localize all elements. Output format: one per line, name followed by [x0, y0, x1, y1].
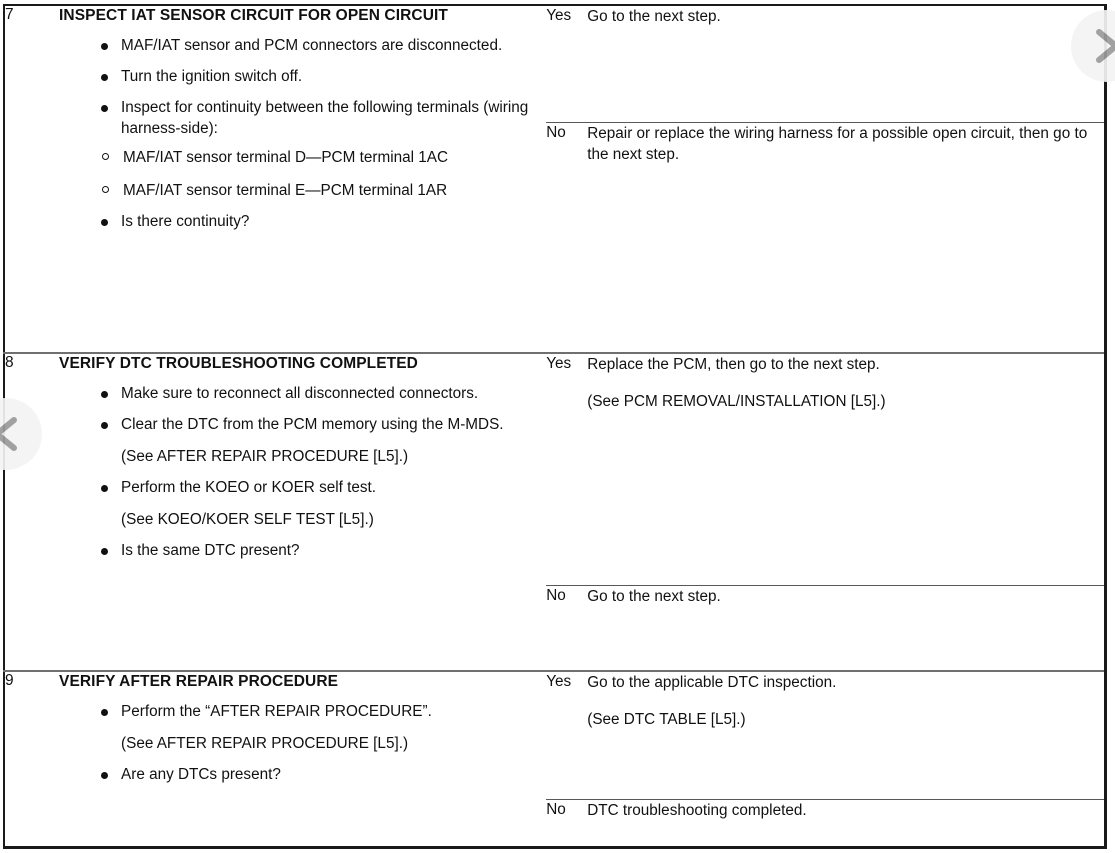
result-text: Repair or replace the wiring harness for… — [587, 124, 1088, 163]
answer-table: Yes Replace the PCM, then go to the next… — [546, 354, 1104, 671]
answer-row-no: No Go to the next step. — [546, 584, 1104, 671]
chevron-right-icon — [1090, 26, 1115, 66]
answer-label-yes: Yes — [546, 7, 572, 24]
list-item: Clear the DTC from the PCM memory using … — [101, 414, 546, 435]
result-text: DTC troubleshooting completed. — [587, 801, 807, 819]
answer-label-yes: Yes — [546, 354, 572, 372]
action-title: VERIFY DTC TROUBLESHOOTING COMPLETED — [59, 354, 418, 372]
answer-label-no: No — [546, 584, 588, 671]
list-item: Turn the ignition switch off. — [101, 66, 546, 87]
action-cell: INSPECT IAT SENSOR CIRCUIT FOR OPEN CIRC… — [59, 5, 546, 353]
result-text: Go to the next step. — [587, 8, 721, 25]
answer-label-no: No — [546, 798, 588, 846]
result-text: Replace the PCM, then go to the next ste… — [587, 355, 880, 373]
step-number-cell: 9 — [4, 670, 60, 848]
list-item: Make sure to reconnect all disconnected … — [101, 383, 546, 404]
answer-row-yes: Yes Go to the applicable DTC inspection.… — [546, 672, 1104, 799]
result-reference: (See PCM REMOVAL/INSTALLATION [L5].) — [587, 392, 886, 410]
answer-result-yes: Go to the applicable DTC inspection. (Se… — [587, 672, 1104, 799]
answer-row-yes: Yes Go to the next step. — [546, 6, 1104, 122]
action-sub-bullet-list: MAF/IAT sensor terminal D—PCM terminal 1… — [59, 147, 546, 201]
answer-row-no: No DTC troubleshooting completed. — [546, 798, 1104, 846]
action-question-list: Is there continuity? — [59, 211, 546, 232]
result-text: Go to the applicable DTC inspection. — [587, 674, 837, 692]
action-cell: VERIFY AFTER REPAIR PROCEDURE Perform th… — [59, 670, 547, 848]
answer-cell: Yes Go to the applicable DTC inspection.… — [546, 670, 1106, 848]
answer-row-no: No Repair or replace the wiring harness … — [546, 121, 1104, 352]
table-row: 9 VERIFY AFTER REPAIR PROCEDURE Perform … — [4, 670, 1106, 848]
list-item: Perform the “AFTER REPAIR PROCEDURE”. — [101, 701, 546, 722]
list-item: MAF/IAT sensor terminal D—PCM terminal 1… — [101, 147, 546, 168]
answer-cell: Yes Replace the PCM, then go to the next… — [546, 351, 1106, 672]
step-number: 8 — [5, 353, 14, 371]
list-note: (See KOEO/KOER SELF TEST [L5].) — [121, 510, 374, 528]
answer-cell: Yes Go to the next step. No Repair or re… — [546, 5, 1105, 353]
action-title: INSPECT IAT SENSOR CIRCUIT FOR OPEN CIRC… — [59, 7, 448, 24]
table-row: 7 INSPECT IAT SENSOR CIRCUIT FOR OPEN CI… — [4, 5, 1106, 353]
list-item-question: Is the same DTC present? — [101, 540, 546, 561]
answer-result-no: Repair or replace the wiring harness for… — [587, 121, 1104, 352]
list-item: MAF/IAT sensor and PCM connectors are di… — [101, 35, 546, 56]
action-bullet-list: Perform the “AFTER REPAIR PROCEDURE”. (S… — [59, 701, 546, 785]
answer-result-no: DTC troubleshooting completed. — [587, 798, 1104, 846]
chevron-left-icon — [0, 414, 23, 454]
result-reference: (See DTC TABLE [L5].) — [587, 711, 746, 729]
result-text: Go to the next step. — [587, 587, 721, 605]
action-cell: VERIFY DTC TROUBLESHOOTING COMPLETED Mak… — [59, 351, 547, 672]
list-note: (See AFTER REPAIR PROCEDURE [L5].) — [121, 735, 409, 753]
list-note: (See AFTER REPAIR PROCEDURE [L5].) — [121, 447, 409, 465]
answer-row-yes: Yes Replace the PCM, then go to the next… — [546, 354, 1104, 586]
step-number: 7 — [5, 6, 14, 23]
action-bullet-list: MAF/IAT sensor and PCM connectors are di… — [59, 35, 546, 139]
action-bullet-list: Make sure to reconnect all disconnected … — [59, 383, 546, 561]
list-item: MAF/IAT sensor terminal E—PCM terminal 1… — [101, 180, 546, 201]
answer-label-no: No — [546, 121, 588, 352]
list-item-question: Is there continuity? — [101, 211, 546, 232]
troubleshooting-table: 7 INSPECT IAT SENSOR CIRCUIT FOR OPEN CI… — [3, 4, 1107, 849]
list-item: Inspect for continuity between the follo… — [101, 97, 546, 139]
answer-label-yes: Yes — [546, 673, 572, 691]
answer-result-yes: Go to the next step. — [587, 6, 1104, 122]
list-item-question: Are any DTCs present? — [101, 764, 546, 785]
answer-table: Yes Go to the applicable DTC inspection.… — [546, 672, 1104, 846]
action-title: VERIFY AFTER REPAIR PROCEDURE — [59, 673, 339, 691]
table-row: 8 VERIFY DTC TROUBLESHOOTING COMPLETED M… — [4, 351, 1106, 672]
answer-table: Yes Go to the next step. No Repair or re… — [546, 6, 1104, 352]
step-number: 9 — [5, 672, 14, 690]
list-item: Perform the KOEO or KOER self test. — [101, 477, 546, 498]
answer-result-no: Go to the next step. — [587, 584, 1104, 671]
answer-result-yes: Replace the PCM, then go to the next ste… — [587, 354, 1104, 586]
step-number-cell: 7 — [4, 5, 59, 353]
